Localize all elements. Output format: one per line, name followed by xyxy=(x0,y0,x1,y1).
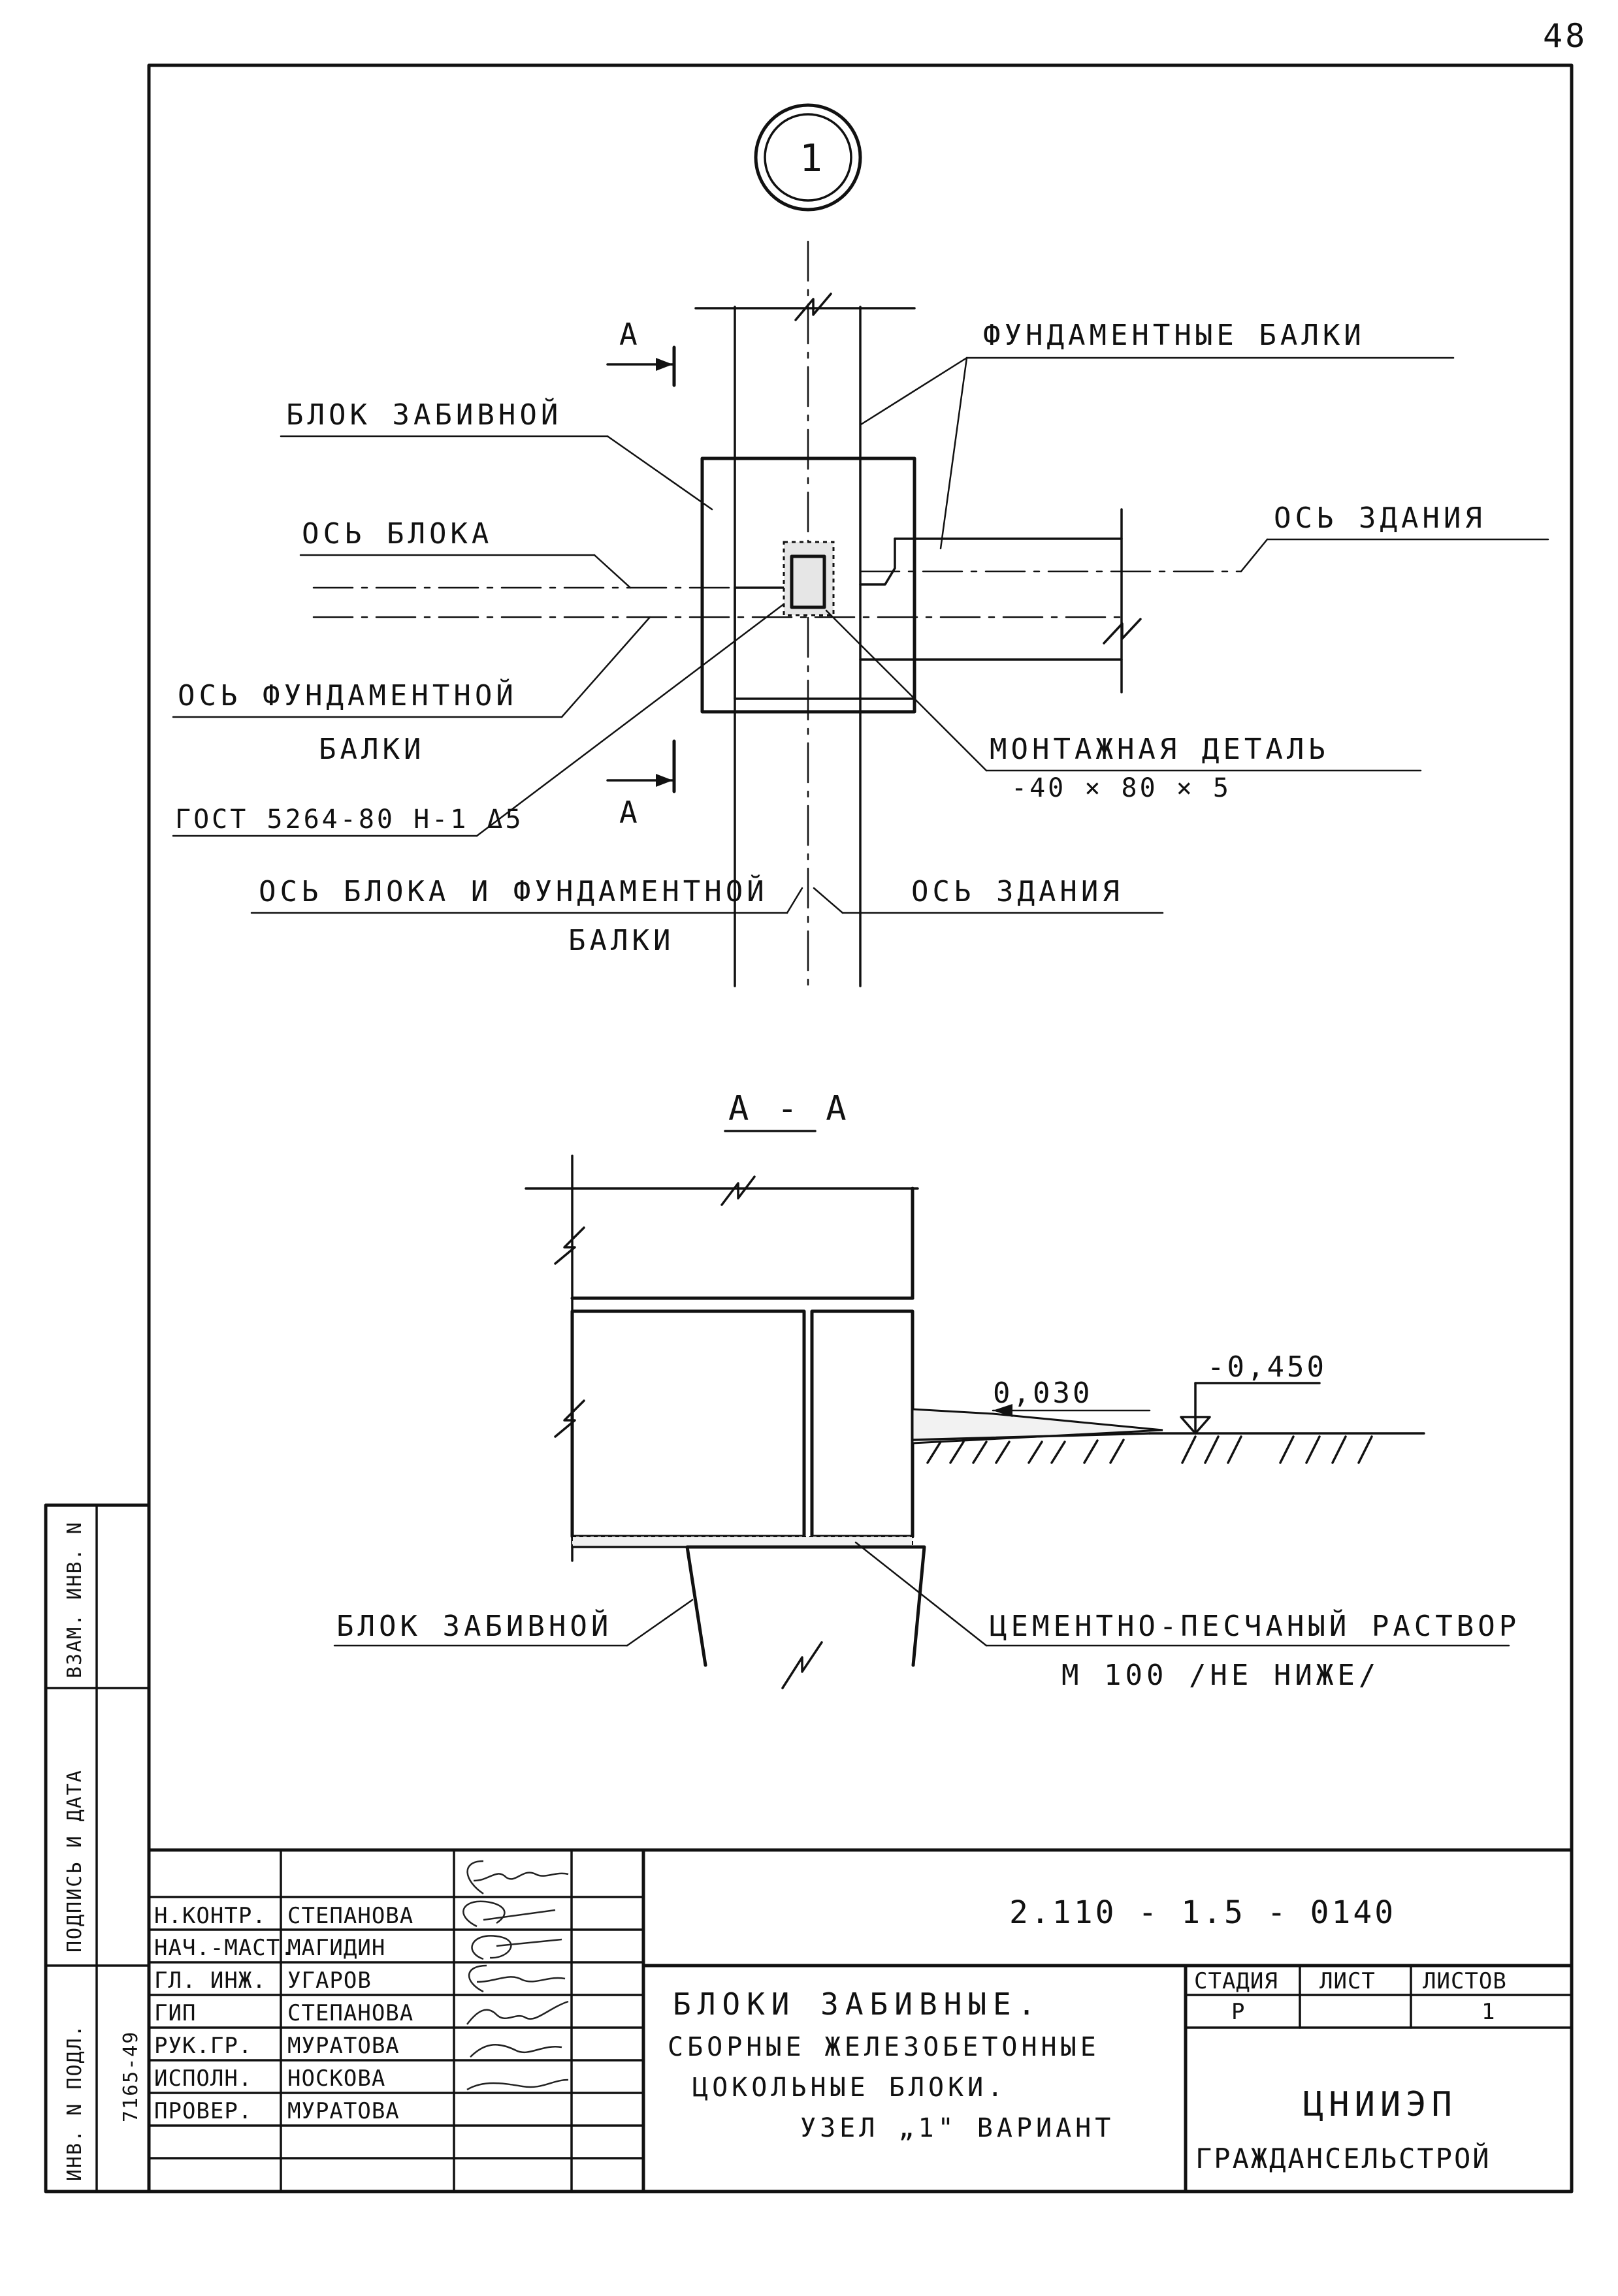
section-bottom-break-mark xyxy=(781,1641,823,1689)
staff-role-3: ГИП xyxy=(154,2000,196,2026)
leader-driven-block xyxy=(606,435,713,511)
label-beam-axis-line2: БАЛКИ xyxy=(319,733,425,766)
title-line-3: ЦОКОЛЬНЫЕ БЛОКИ. xyxy=(692,2073,1007,2103)
signature-2 xyxy=(471,1935,562,1960)
title-block: 2.110 - 1.5 - 0140 БЛОКИ ЗАБИВНЫЕ. СБОРН… xyxy=(147,1848,1574,2193)
org-line-2: ГРАЖДАНСЕЛЬСТРОЙ xyxy=(1195,2142,1491,2175)
plan-view: 1 А А xyxy=(172,103,1549,991)
plan-beam-break-mark xyxy=(1103,618,1142,645)
staff-role-6: ПРОВЕР. xyxy=(154,2098,252,2124)
page-number: 48 xyxy=(1543,17,1587,55)
label-building-axis: ОСЬ ЗДАНИЯ xyxy=(1274,502,1486,535)
section-leader-mortar xyxy=(854,1541,988,1647)
label-gost: ГОСТ 5264-80 Н-1 Δ5 xyxy=(175,805,524,835)
label-mounting-part-size: -40 × 80 × 5 xyxy=(1011,773,1231,803)
staff-name-3: СТЕПАНОВА xyxy=(287,2000,413,2026)
section-label-mortar-line2: М 100 /НЕ НИЖЕ/ xyxy=(1061,1659,1380,1692)
title-line-1: БЛОКИ ЗАБИВНЫЕ. xyxy=(673,1986,1042,2022)
signature-6 xyxy=(466,2079,569,2091)
title-line-4: УЗЕЛ „1" ВАРИАНТ xyxy=(800,2113,1114,2143)
section-left-break-mark-2 xyxy=(554,1399,585,1438)
label-building-axis-2: ОСЬ ЗДАНИЯ xyxy=(911,875,1124,908)
leader-foundation-beams-1 xyxy=(860,357,968,426)
title-line-2: СБОРНЫЕ ЖЕЛЕЗОБЕТОННЫЕ xyxy=(668,2032,1100,2062)
signature-5 xyxy=(470,2044,562,2058)
label-foundation-beams: ФУНДАМЕНТНЫЕ БАЛКИ xyxy=(983,319,1365,352)
section-slope-arrow-head xyxy=(993,1404,1012,1417)
label-block-beam-axis-line2: БАЛКИ xyxy=(568,924,674,957)
section-title: А - А xyxy=(728,1089,850,1128)
signature-3 xyxy=(468,1964,566,1993)
staff-role-1: НАЧ.-МАСТ. xyxy=(154,1935,295,1961)
staff-role-0: Н.КОНТР. xyxy=(154,1903,267,1929)
section-left-break-mark-1 xyxy=(554,1226,585,1265)
plan-section-letter-top: А xyxy=(619,317,638,352)
staff-name-6: МУРАТОВА xyxy=(287,2098,400,2124)
signature-0 xyxy=(466,1860,569,1895)
staff-role-2: ГЛ. ИНЖ. xyxy=(154,1968,267,1994)
leader-gost xyxy=(476,603,785,837)
staff-name-5: НОСКОВА xyxy=(287,2065,385,2092)
label-beam-axis-line1: ОСЬ ФУНДАМЕНТНОЙ xyxy=(178,678,517,712)
section-driven-block xyxy=(685,1545,926,1667)
detail-marker-number: 1 xyxy=(800,136,822,180)
staff-role-5: ИСПОЛН. xyxy=(154,2065,252,2092)
section-slope-value: 0,030 xyxy=(993,1377,1092,1410)
leader-building-axis xyxy=(1240,538,1269,573)
leader-block-beam-axis xyxy=(786,887,803,914)
leader-building-axis-2 xyxy=(813,887,844,914)
plan-mounting-part xyxy=(790,554,826,609)
section-view: А - А xyxy=(333,1089,1520,1692)
signature-4 xyxy=(466,2000,569,2025)
plan-cut-arrow-top-head xyxy=(656,358,673,371)
label-block-axis: ОСЬ БЛОКА xyxy=(302,517,493,550)
title-doc-code: 2.110 - 1.5 - 0140 xyxy=(1009,1894,1396,1931)
label-driven-block: БЛОК ЗАБИВНОЙ xyxy=(286,397,562,432)
leader-foundation-beams-2 xyxy=(939,357,968,550)
stage-header: СТАДИЯ xyxy=(1194,1968,1278,1994)
org-line-1: ЦНИИЭП xyxy=(1303,2085,1457,2124)
plan-beam-joint xyxy=(859,537,896,586)
sheets-header: ЛИСТОВ xyxy=(1423,1968,1507,1994)
label-mounting-part: МОНТАЖНАЯ ДЕТАЛЬ xyxy=(990,733,1329,766)
plan-cut-arrow-bottom-head xyxy=(656,774,673,787)
leader-beam-axis xyxy=(560,616,651,718)
plan-section-letter-bottom: А xyxy=(619,795,638,830)
signature-1 xyxy=(462,1900,556,1928)
plan-top-break-mark xyxy=(794,293,832,321)
detail-marker-inner-circle xyxy=(764,113,852,202)
side-stamp-orig-value: 7165-49 xyxy=(120,2031,142,2122)
section-leader-driven-block xyxy=(626,1599,694,1647)
side-stamp-orig-no: ИНВ. N ПОДЛ. xyxy=(63,2024,86,2181)
staff-role-4: РУК.ГР. xyxy=(154,2033,252,2059)
sheets-value: 1 xyxy=(1481,1999,1495,2025)
leader-block-axis xyxy=(593,554,632,589)
section-ground-hatch xyxy=(926,1435,1373,1464)
section-ground-line-1 xyxy=(911,1432,1151,1441)
section-blind-area xyxy=(911,1408,1163,1444)
staff-name-0: СТЕПАНОВА xyxy=(287,1903,413,1929)
detail-marker-outer-circle xyxy=(754,103,862,212)
stage-value: Р xyxy=(1231,1999,1245,2025)
section-label-driven-block: БЛОК ЗАБИВНОЙ xyxy=(336,1608,612,1643)
side-stamp-sign-date: ПОДПИСЬ И ДАТА xyxy=(63,1769,86,1953)
staff-name-4: МУРАТОВА xyxy=(287,2033,400,2059)
section-top-break-mark xyxy=(720,1175,756,1206)
drawing-frame xyxy=(147,63,1574,2193)
leader-mounting-part xyxy=(825,609,988,772)
side-stamp-inv-no: ВЗАМ. ИНВ. N xyxy=(63,1521,86,1678)
sheet-header: ЛИСТ xyxy=(1319,1968,1376,1994)
side-stamp: ВЗАМ. ИНВ. N ПОДПИСЬ И ДАТА ИНВ. N ПОДЛ.… xyxy=(44,1503,151,2193)
section-level-triangle xyxy=(1180,1416,1211,1435)
label-block-beam-axis-line1: ОСЬ БЛОКА И ФУНДАМЕНТНОЙ xyxy=(259,874,768,908)
staff-name-1: МАГИДИН xyxy=(287,1935,385,1961)
staff-name-2: УГАРОВ xyxy=(287,1968,372,1994)
section-label-mortar-line1: ЦЕМЕНТНО-ПЕСЧАНЫЙ РАСТВОР xyxy=(990,1608,1520,1643)
section-level-value: -0,450 xyxy=(1207,1350,1327,1384)
